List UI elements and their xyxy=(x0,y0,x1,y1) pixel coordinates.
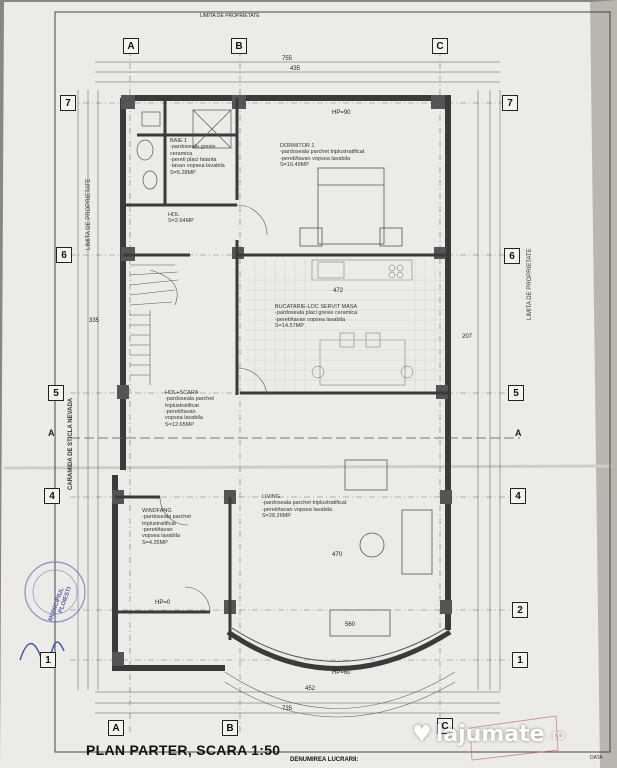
axis-row-7-left: 7 xyxy=(60,95,76,111)
bay-window-inner xyxy=(231,627,447,662)
bay-window-wall xyxy=(226,629,452,671)
terrace-arc-1 xyxy=(224,671,456,709)
dim-living-depth: 560 xyxy=(345,622,356,628)
room-label-living: LIVING-pardoseala parchet triplustratifi… xyxy=(262,494,347,519)
paper-fold xyxy=(3,464,613,470)
kitchen-furniture xyxy=(311,259,414,386)
dim-bottom-total: 735 xyxy=(282,706,293,712)
room-label-kitchen: BUCATARIE-LOC SERVIT MASA-pardoseala pla… xyxy=(275,304,358,329)
interior-walls xyxy=(115,98,448,640)
hp-living: HP=60 xyxy=(332,670,351,676)
left-boundary-label: LIMITA DE PROPRIETATE xyxy=(86,178,92,250)
axis-row-6-left: 6 xyxy=(56,247,72,263)
section-marker-left: A xyxy=(48,428,55,438)
kitchen-tile-grid xyxy=(245,260,445,390)
section-marker-right: A xyxy=(515,428,522,438)
drawing-frame xyxy=(54,11,611,753)
top-boundary-label: LIMITA DE PROPRIETATE xyxy=(200,13,260,19)
axis-col-b-top: B xyxy=(231,38,247,54)
terrace-arc-2 xyxy=(224,681,456,718)
municipal-stamp xyxy=(24,561,86,623)
lajumate-watermark: ♥ lajumate.ro xyxy=(412,722,564,747)
heart-logo-icon: ♥ xyxy=(412,722,432,747)
axis-row-6-right: 6 xyxy=(504,248,520,264)
axis-row-1-right: 1 xyxy=(512,652,528,668)
room-label-bedroom: DORMITOR 1-pardoseala parchet triplustra… xyxy=(280,143,365,168)
hp-bedroom: HP=90 xyxy=(332,110,351,116)
bedroom-furniture xyxy=(299,167,403,247)
axis-row-7-right: 7 xyxy=(502,95,518,111)
dimension-lines xyxy=(77,61,501,714)
right-boundary-label: LIMITA DE PROPRIETATE xyxy=(527,248,533,320)
axis-col-a-top: A xyxy=(123,38,139,54)
date-label: DATA xyxy=(590,755,603,761)
dim-top-inner: 435 xyxy=(290,66,301,72)
bathroom-fixtures xyxy=(136,109,232,190)
dim-top-total: 755 xyxy=(282,56,293,62)
doors xyxy=(159,204,268,613)
axis-col-a-bottom: A xyxy=(108,720,124,736)
footer-label: DENUMIREA LUCRARII: xyxy=(290,757,359,763)
axis-row-1-left: 1 xyxy=(40,652,56,668)
corner-stamp xyxy=(469,715,559,761)
axis-row-5-left: 5 xyxy=(48,385,64,401)
dim-kitchen-width: 472 xyxy=(333,288,344,294)
exterior-walls xyxy=(112,95,451,671)
watermark-tld: .ro xyxy=(548,727,565,742)
axis-row-4-right: 4 xyxy=(510,488,526,504)
plan-title: PLAN PARTER, SCARA 1:50 xyxy=(86,742,281,758)
axis-col-b-bottom: B xyxy=(222,720,238,736)
staircase xyxy=(129,264,179,385)
watermark-brand: lajumate xyxy=(435,722,545,747)
hp-windfang: HP=0 xyxy=(155,600,171,606)
axis-row-5-right: 5 xyxy=(508,385,524,401)
dim-living-width: 470 xyxy=(332,552,343,558)
dim-total-h: 207 xyxy=(462,334,473,340)
axis-row-2-right: 2 xyxy=(512,602,528,618)
axis-col-c-top: C xyxy=(432,38,448,54)
dim-left-col: 335 xyxy=(89,318,100,324)
axis-col-c-bottom: C xyxy=(437,718,453,734)
dim-bottom-inner: 452 xyxy=(305,686,316,692)
living-furniture xyxy=(329,459,433,637)
glass-brick-label: CARAMIDA DE STICLA NEVADA xyxy=(68,397,74,490)
axis-row-4-left: 4 xyxy=(44,488,60,504)
